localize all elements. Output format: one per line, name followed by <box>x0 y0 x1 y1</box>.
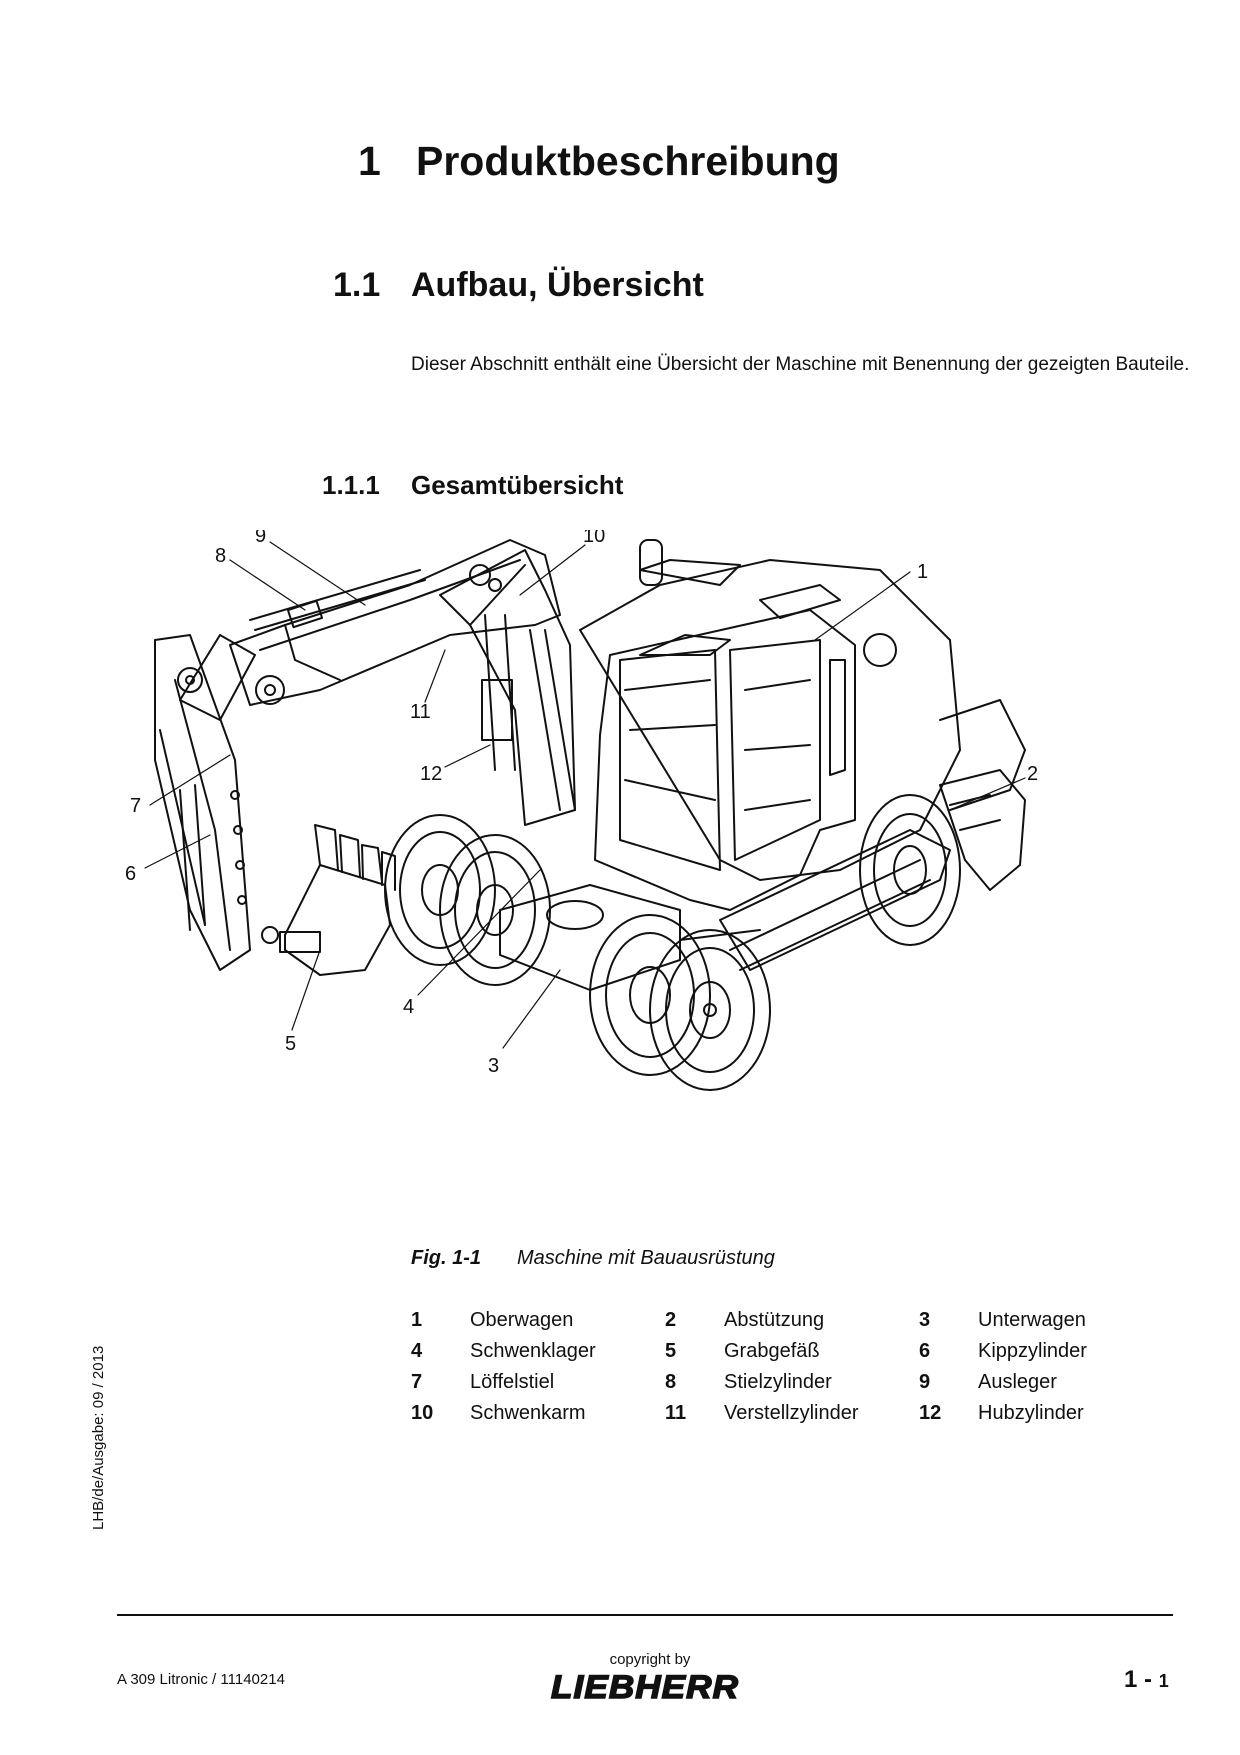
chapter-number: 1 <box>358 138 381 184</box>
callout-1: 1 <box>917 561 928 583</box>
cab-drawing <box>594 609 856 911</box>
excavator-drawing: 1 2 3 4 5 6 7 8 9 10 11 12 <box>125 525 1038 1091</box>
callout-11: 11 <box>410 701 431 723</box>
legend-label: Grabgefäß <box>724 1340 820 1362</box>
brand-logo: LIEBHERR <box>548 1668 742 1706</box>
stabilizer-drawing <box>939 769 1026 891</box>
legend-number: 10 <box>411 1402 434 1424</box>
callout-3: 3 <box>488 1055 499 1077</box>
section-number: 1.1 <box>333 266 381 304</box>
legend-number: 7 <box>411 1371 423 1393</box>
callout-8: 8 <box>215 545 226 567</box>
page-index: 1 <box>1158 1671 1169 1691</box>
liebherr-logo: LIEBHERR <box>550 1668 739 1706</box>
subsection-number: 1.1.1 <box>322 470 380 500</box>
edition-note: LHB/de/Ausgabe: 09 / 2013 <box>90 1345 107 1530</box>
legend-number: 5 <box>665 1340 677 1362</box>
legend-row: 4 Schwenklager 5 Grabgefäß 6 Kippzylinder <box>411 1336 1191 1367</box>
page-separator: - <box>1137 1666 1159 1693</box>
footer-model: A 309 Litronic / 11140214 <box>117 1671 285 1688</box>
callout-numbers: 1 2 3 4 5 6 7 8 9 10 11 12 <box>125 525 1038 1077</box>
legend-label: Verstellzylinder <box>724 1402 859 1424</box>
legend-label: Oberwagen <box>470 1309 574 1331</box>
legend-number: 4 <box>411 1340 423 1362</box>
legend-label: Löffelstiel <box>470 1371 555 1393</box>
callout-9: 9 <box>255 530 266 547</box>
legend-label: Schwenklager <box>470 1340 596 1362</box>
legend-number: 8 <box>665 1371 677 1393</box>
legend-row: 1 Oberwagen 2 Abstützung 3 Unterwagen <box>411 1305 1191 1336</box>
callout-4: 4 <box>403 996 414 1018</box>
undercarriage-drawing <box>499 829 951 991</box>
cylinders-drawing <box>249 569 576 811</box>
legend-number: 9 <box>919 1371 931 1393</box>
upper-carriage-drawing <box>579 539 1026 881</box>
intro-paragraph: Dieser Abschnitt enthält eine Übersicht … <box>411 354 1190 375</box>
callout-5: 5 <box>285 1033 296 1055</box>
legend-label: Stielzylinder <box>724 1371 832 1393</box>
callout-lines <box>144 541 1026 1049</box>
chapter-title: Produktbeschreibung <box>416 138 840 184</box>
legend-number: 3 <box>919 1309 931 1331</box>
section-title: Aufbau, Übersicht <box>411 266 704 304</box>
legend-number: 2 <box>665 1309 677 1331</box>
callout-2: 2 <box>1027 763 1038 785</box>
legend-label: Unterwagen <box>978 1309 1086 1331</box>
chapter-heading: 1 Produktbeschreibung <box>358 138 840 185</box>
legend-label: Kippzylinder <box>978 1340 1087 1362</box>
callout-7: 7 <box>130 795 141 817</box>
page-number: 1 - 1 <box>1124 1666 1169 1694</box>
legend-label: Ausleger <box>978 1371 1057 1393</box>
wheels-drawing <box>384 794 961 1091</box>
excavator-figure: 1 2 3 4 5 6 7 8 9 10 11 12 <box>120 525 1120 1230</box>
bucket-drawing <box>279 824 396 976</box>
subsection-heading: 1.1.1 Gesamtübersicht <box>322 470 623 501</box>
swing-arm-drawing <box>439 549 576 826</box>
section-heading: 1.1 Aufbau, Übersicht <box>333 266 704 305</box>
legend-number: 12 <box>919 1402 942 1424</box>
stick-drawing <box>154 634 279 971</box>
legend-row: 7 Löffelstiel 8 Stielzylinder 9 Ausleger <box>411 1367 1191 1398</box>
legend-label: Abstützung <box>724 1309 825 1331</box>
legend-row: 10 Schwenkarm 11 Verstellzylinder 12 Hubzyl… <box>411 1398 1191 1429</box>
legend-label: Schwenkarm <box>470 1402 586 1424</box>
callout-6: 6 <box>125 863 136 885</box>
legend-number: 11 <box>665 1402 687 1424</box>
figure-label: Fig. 1-1 <box>411 1247 482 1269</box>
copyright-text: copyright by <box>609 1651 691 1668</box>
callout-12: 12 <box>420 763 442 785</box>
callout-10: 10 <box>583 530 605 547</box>
footer-divider <box>117 1614 1173 1616</box>
legend-label: Hubzylinder <box>978 1402 1084 1424</box>
legend-number: 6 <box>919 1340 931 1362</box>
page-chapter: 1 <box>1124 1666 1138 1693</box>
subsection-title: Gesamtübersicht <box>411 470 624 500</box>
boom-drawing <box>177 539 561 721</box>
brand-wordmark: LIEBHERR <box>551 1669 739 1703</box>
legend-number: 1 <box>411 1309 423 1331</box>
figure-caption: Fig. 1-1 Maschine mit Bauausrüstung <box>411 1247 775 1270</box>
figure-caption-text: Maschine mit Bauausrüstung <box>517 1247 775 1269</box>
